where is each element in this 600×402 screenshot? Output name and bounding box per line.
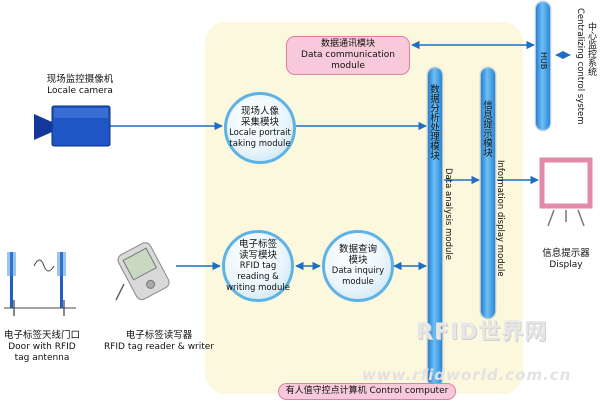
camera-icon — [34, 105, 111, 147]
rfid-en1: RFID tag reading & — [237, 260, 279, 282]
inquiry-cn2: 模块 — [348, 255, 368, 266]
door-antenna-icon — [4, 252, 76, 309]
display-en-label: Display — [549, 260, 583, 270]
watermark-bottom: www.rfidworld.com.cn — [362, 366, 572, 384]
hub-label: HUB — [539, 52, 548, 70]
hub-bar — [536, 2, 550, 130]
data-comm-cn-label: 数据通讯模块 — [320, 39, 375, 49]
display-cn-label: 信息提示器 — [542, 248, 590, 259]
rfid-cn2: 读写模块 — [238, 249, 277, 261]
inquiry-cn1: 数据查询 — [338, 244, 377, 255]
door-en1-label: Door with RFID — [8, 342, 76, 352]
data-comm-en-label: Data communication module — [301, 50, 395, 71]
central-system-cn: 中心监控系统 — [586, 22, 596, 76]
display-label: 信息提示器 Display — [528, 248, 600, 271]
reader-en-label: RFID tag reader & writer — [103, 342, 215, 352]
portrait-en1: Locale portrait — [229, 128, 291, 138]
portrait-en2: taking module — [229, 139, 291, 149]
inquiry-en1: Data inquiry module — [331, 266, 385, 287]
display-icon — [539, 157, 593, 227]
analysis-cn-label: 数据分析处理模块 — [428, 84, 439, 160]
door-cn-label: 电子标签天线门口 — [3, 330, 80, 341]
rfid-en2: writing module — [226, 282, 290, 293]
rfid-rw-module: 电子标签 读写模块 RFID tag reading & writing mod… — [222, 230, 294, 302]
analysis-en-label: Data analysis module — [443, 168, 453, 260]
portrait-module: 现场人像 采集模块 Locale portrait taking module — [224, 92, 296, 164]
camera-label: 现场监控摄像机 Locale camera — [30, 74, 130, 97]
reader-icon — [115, 242, 170, 301]
info-display-cn-label: 信息提示模块 — [481, 100, 492, 157]
data-communication-module: 数据通讯模块 Data communication module — [286, 36, 410, 75]
camera-cn-label: 现场监控摄像机 — [46, 74, 114, 85]
reader-cn-label: 电子标签读写器 — [125, 330, 193, 341]
module-panel — [205, 22, 523, 394]
inquiry-module: 数据查询 模块 Data inquiry module — [322, 230, 394, 302]
watermark-top: RFID世界网 — [416, 320, 548, 345]
info-display-en-label: Information display module — [495, 160, 505, 277]
info-display-bar — [481, 68, 495, 318]
central-system-en: Centralizing control system — [575, 8, 585, 125]
camera-en-label: Locale camera — [47, 86, 113, 96]
control-computer: 有人值守控点计算机 Control computer — [278, 383, 456, 400]
reader-label: 电子标签读写器 RFID tag reader & writer — [100, 330, 218, 353]
analysis-bar — [428, 68, 442, 386]
door-en2-label: tag antenna — [14, 353, 70, 363]
door-label: 电子标签天线门口 Door with RFID tag antenna — [0, 330, 84, 364]
rfid-cn1: 电子标签 — [238, 238, 277, 250]
portrait-cn2: 采集模块 — [240, 117, 279, 128]
portrait-cn1: 现场人像 — [240, 106, 279, 117]
control-computer-label: 有人值守控点计算机 Control computer — [285, 386, 449, 396]
